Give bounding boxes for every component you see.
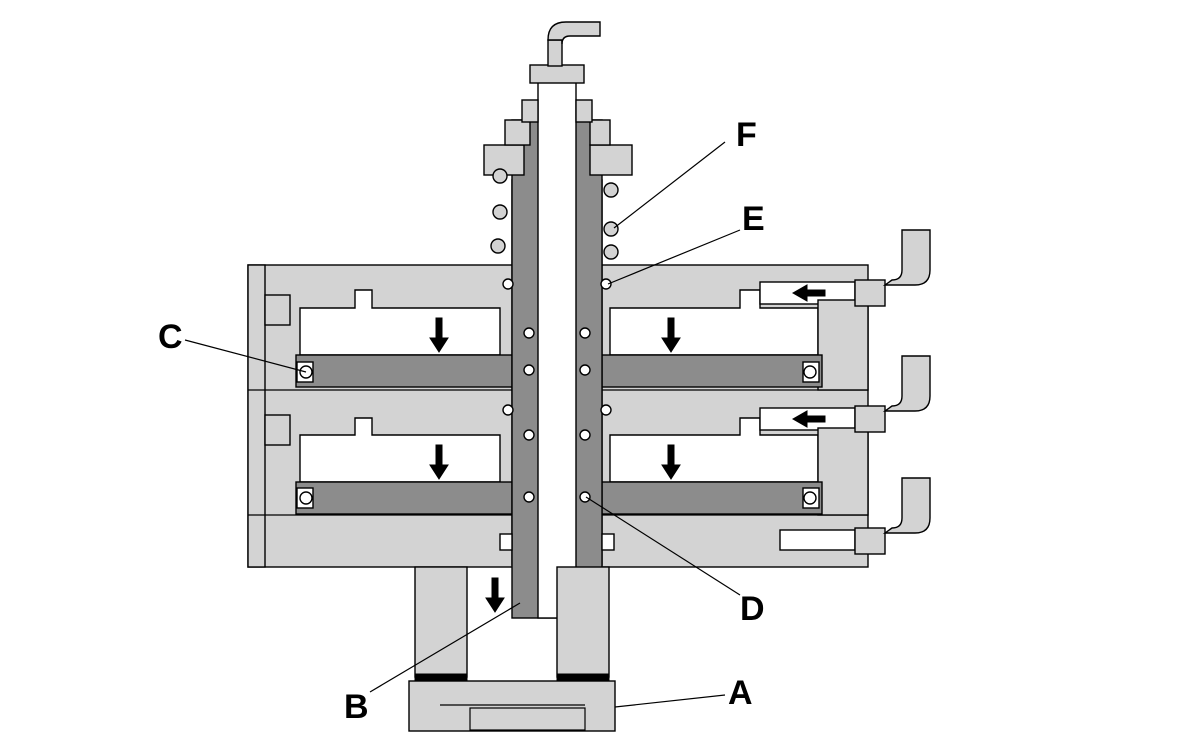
left-end-plate [247,264,266,568]
callout-labels: F E C D B A [158,116,765,726]
elbow-fitting-icon [854,355,931,433]
lower-seal-right [601,533,615,551]
fitting-hex [529,64,585,84]
right-block-1 [817,299,869,391]
o-ring-icon [523,429,535,441]
spring-icon [490,238,506,254]
o-ring-icon [579,364,591,376]
spring-icon [603,182,619,198]
o-ring-icon [803,365,817,379]
rod-seals [499,278,615,551]
label-b: B [344,688,369,726]
arrow-down-icon [661,444,681,480]
elbow-fitting-icon [854,477,931,555]
spring-icon [492,168,508,184]
o-ring-icon [502,278,514,290]
leader-lines [184,141,741,708]
guide-rod-left [414,566,468,678]
right-block-2 [817,427,869,516]
top-collar-right [589,119,611,146]
rod-bore [537,79,577,619]
spring-icon [492,204,508,220]
arrow-left-icon [791,284,826,302]
o-ring-icon [579,327,591,339]
pistons [295,354,823,515]
lower-seal-left [499,533,513,551]
spring-icon [603,244,619,260]
upper-piston-left [295,354,515,388]
lower-piston-right [595,481,823,515]
o-ring-icon [523,491,535,503]
o-ring-icon [299,491,313,505]
arrow-down-icon [429,444,449,480]
o-ring-icon [600,278,612,290]
spring-icon [603,221,619,237]
label-d: D [740,590,765,628]
o-ring-icon [579,491,591,503]
leader-b [369,602,521,693]
arrows [429,284,826,613]
leader-c [184,339,307,373]
left-end-plate-step-2 [264,414,291,446]
label-f: F [736,116,757,154]
nut-right [575,99,593,123]
label-a: A [728,674,753,712]
o-ring-icon [600,404,612,416]
tooling-plate [408,680,616,732]
lower-assembly [408,566,616,732]
label-e: E [742,200,765,238]
leader-f [613,141,726,229]
top-flange-right [589,144,633,176]
air-port-3 [779,529,856,551]
guide-rod-right-base [556,673,610,681]
label-c: C [158,318,183,356]
arrow-down-icon [661,317,681,353]
elbow-fitting-icon [547,21,601,45]
o-ring-icon [523,327,535,339]
leader-e [607,229,741,285]
guide-rod-right [556,566,610,678]
tooling-plate-recess [469,707,586,731]
leader-a [614,694,726,708]
fittings [854,229,931,555]
o-ring-icon [523,364,535,376]
arrow-left-icon [791,410,826,428]
guide-rod-left-base [414,673,468,681]
o-ring-icon [579,429,591,441]
arrow-down-icon [429,317,449,353]
nut-left [521,99,539,123]
top-collar-left [504,119,531,146]
upper-piston-right [595,354,823,388]
fitting-stem [547,39,563,67]
lower-piston-left [295,481,515,515]
leader-d [585,496,741,596]
arrow-down-icon [485,577,505,613]
spring [490,168,619,260]
o-ring-icon [502,404,514,416]
rod-assembly [499,79,615,619]
o-ring-icon [803,491,817,505]
elbow-fitting-icon [854,229,931,307]
left-end-plate-step [264,294,291,326]
